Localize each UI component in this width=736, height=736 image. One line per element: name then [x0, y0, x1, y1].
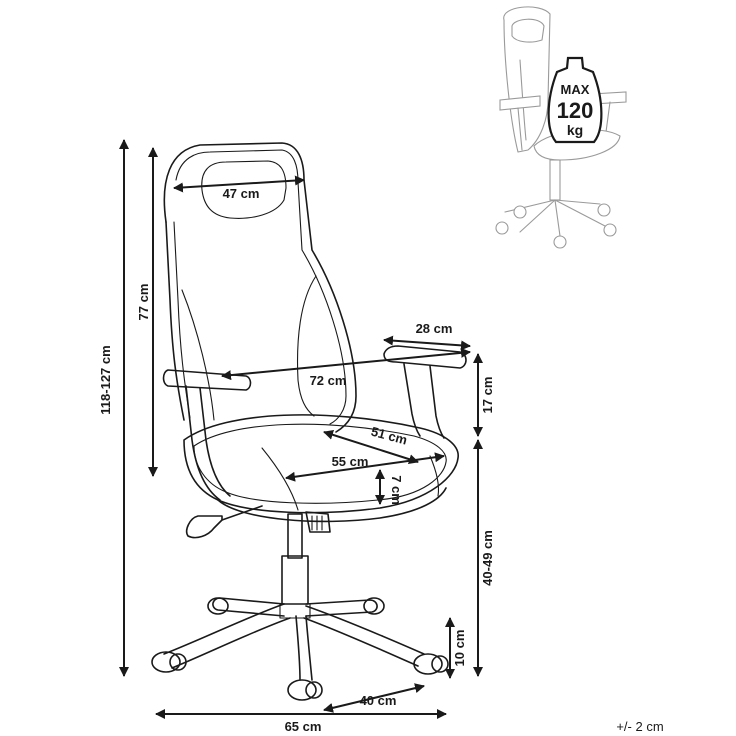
caster-wheel	[151, 651, 187, 673]
seat-height-label: 40-49 cm	[480, 530, 495, 586]
seat-width-label: 55 cm	[332, 454, 369, 469]
tolerance-note: +/- 2 cm	[616, 719, 663, 734]
caster-wheel	[207, 597, 229, 615]
chair-thumbnail	[495, 6, 627, 249]
seat-thickness-label: 7 cm	[389, 475, 404, 505]
caster-height-label: 10 cm	[452, 630, 467, 667]
headrest-width-label: 47 cm	[223, 186, 260, 201]
weight-icon: MAX 120 kg	[547, 56, 603, 144]
backrest-height-label: 77 cm	[136, 284, 151, 321]
max-load-value: 120	[557, 98, 594, 123]
arm-width-label: 72 cm	[310, 373, 347, 388]
total-height-label: 118-127 cm	[98, 345, 113, 414]
armrest-height-label: 17 cm	[480, 377, 495, 414]
caster-wheel	[413, 653, 449, 675]
leg-length-label: 40 cm	[360, 693, 397, 708]
caster-wheel	[363, 597, 385, 615]
max-load-unit: kg	[567, 122, 583, 138]
chair-illustration	[151, 142, 467, 701]
max-load-label: MAX	[561, 82, 590, 97]
armrest-length-label: 28 cm	[416, 321, 453, 336]
caster-wheel	[287, 679, 323, 701]
seat-depth-label: 51 cm	[369, 424, 409, 448]
base-width-label: 65 cm	[285, 719, 322, 734]
